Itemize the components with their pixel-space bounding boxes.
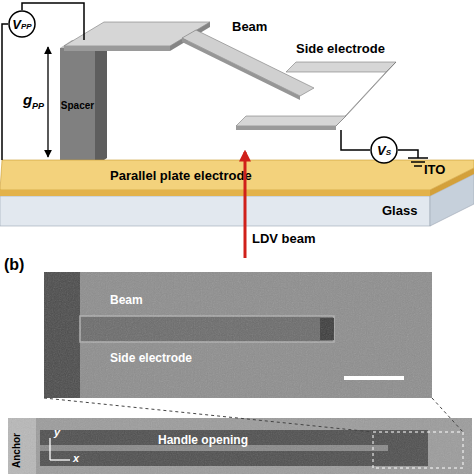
- wire: [341, 130, 370, 150]
- side-electrode-front: [236, 126, 336, 130]
- ground-symbol: [408, 157, 428, 159]
- wire: [398, 150, 418, 158]
- part-node: Anchor y x Handle opening: [8, 418, 472, 474]
- wire-connector: [22, 3, 84, 40]
- node-text: V: [12, 18, 21, 31]
- gap-dimension-arrow: [47, 47, 48, 157]
- spacer-side: [95, 40, 107, 166]
- source-node: VS: [370, 136, 398, 164]
- beam-plate-side: [170, 22, 210, 51]
- node-text: Beam: [110, 294, 143, 307]
- node-text: Spacer: [57, 100, 98, 111]
- part-node: BeamSide electrode: [44, 272, 432, 398]
- node-text: PP: [21, 23, 32, 31]
- node-shape: [44, 272, 432, 398]
- sem-noise: [8, 418, 472, 474]
- sem-background: [8, 418, 472, 474]
- node-text: Side electrode: [110, 352, 192, 365]
- part-label: LDV beam: [252, 232, 316, 246]
- part-node: Glass: [0, 196, 474, 226]
- node-text: y: [54, 426, 60, 438]
- sem-background: [44, 272, 432, 398]
- node-text: Handle opening: [158, 434, 248, 447]
- part-label: g: [23, 92, 32, 109]
- side-electrode-arm: [336, 62, 396, 126]
- sem-noise: [44, 272, 432, 398]
- node-text: x: [73, 452, 79, 464]
- axis-line: [50, 459, 70, 460]
- glass-side-face: [430, 174, 474, 226]
- part-node: Parallel plate electrode ITO: [0, 160, 474, 196]
- side-electrode-arm: [236, 116, 346, 126]
- node-text: S: [386, 149, 391, 157]
- node-text: Anchor: [11, 433, 22, 468]
- zoom-box: [373, 432, 463, 468]
- scale-bar: [344, 376, 404, 380]
- beam-front: [182, 38, 300, 100]
- part-label: (b): [4, 256, 24, 274]
- node-text: V: [377, 144, 386, 157]
- ito-front-face: [0, 190, 430, 196]
- axis-line: [49, 438, 50, 460]
- source-node: VPP: [8, 10, 36, 38]
- beam-top: [182, 30, 314, 96]
- part-node: Spacer: [60, 40, 108, 166]
- source-circle: [9, 11, 35, 37]
- wire-connector: [2, 24, 8, 160]
- part-label: Side electrode: [296, 42, 385, 56]
- side-electrode-arm: [286, 62, 396, 72]
- ito-top-face: [0, 160, 474, 190]
- part-label: Beam: [232, 20, 267, 34]
- glass-front-face: [0, 196, 430, 226]
- node-text: Parallel plate electrode: [110, 169, 252, 183]
- source-circle: [371, 137, 397, 163]
- part-label: PP: [32, 102, 44, 112]
- node-text: ITO: [424, 163, 445, 177]
- node-text: Glass: [382, 204, 417, 218]
